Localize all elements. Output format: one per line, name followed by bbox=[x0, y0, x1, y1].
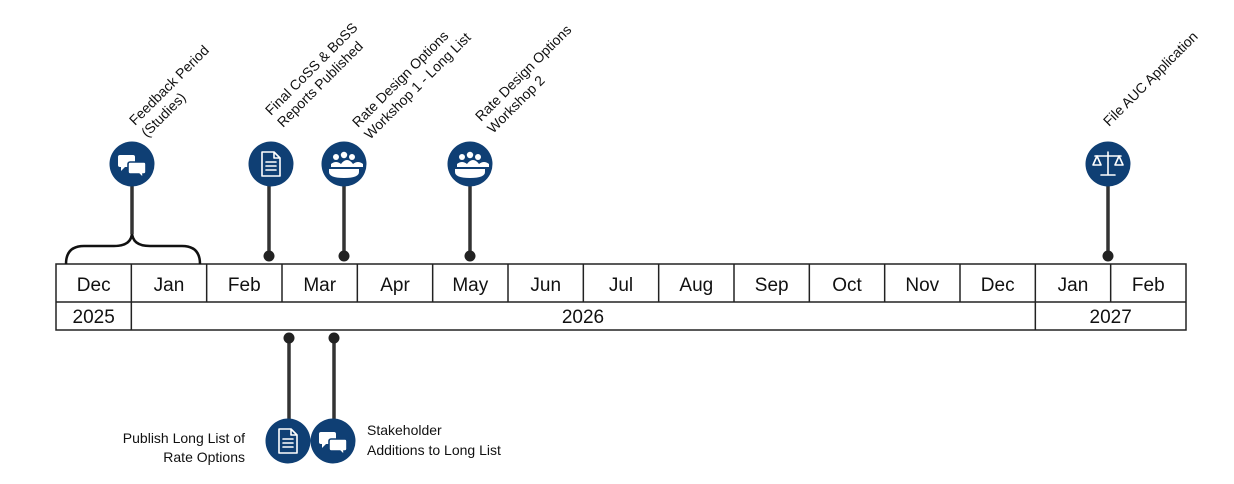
event-marker-publish-long-list bbox=[283, 332, 295, 344]
chat-bubbles-icon bbox=[310, 418, 356, 464]
group-meeting-icon bbox=[447, 141, 493, 187]
document-icon bbox=[248, 141, 294, 187]
label-stakeholder-line-2: Additions to Long List bbox=[367, 442, 501, 458]
year-label-2026: 2026 bbox=[562, 307, 604, 328]
year-label-2027: 2027 bbox=[1090, 307, 1132, 328]
label-stakeholder-additions: Stakeholder Additions to Long List bbox=[367, 422, 501, 458]
group-meeting-icon bbox=[321, 141, 367, 187]
month-label-sep-2026: Sep bbox=[755, 275, 789, 296]
month-label-jan-2026: Jan bbox=[154, 275, 185, 296]
month-label-nov-2026: Nov bbox=[905, 275, 939, 296]
event-dots-above bbox=[263, 250, 1114, 262]
label-publish-line-2: Rate Options bbox=[163, 449, 245, 465]
event-marker-file-auc bbox=[1102, 250, 1114, 262]
month-label-jan-2027: Jan bbox=[1058, 275, 1089, 296]
month-label-aug-2026: Aug bbox=[679, 275, 713, 296]
grid-frame bbox=[55, 263, 1187, 331]
feedback-period-brace bbox=[64, 231, 202, 265]
label-workshop-2: Rate Design Options Workshop 2 bbox=[472, 21, 575, 136]
scales-of-justice-icon bbox=[1085, 141, 1131, 187]
year-labels: 2025 2026 2027 bbox=[73, 307, 1132, 328]
month-label-jun-2026: Jun bbox=[530, 275, 561, 296]
label-feedback-period: Feedback Period (Studies) bbox=[126, 42, 212, 140]
month-label-mar-2026: Mar bbox=[303, 275, 336, 296]
event-dots-below bbox=[283, 332, 340, 344]
event-stems-above bbox=[130, 186, 1110, 254]
month-label-dec-2025: Dec bbox=[77, 275, 111, 296]
month-label-feb-2027: Feb bbox=[1132, 275, 1165, 296]
timeline-grid bbox=[55, 263, 1187, 331]
label-publish-long-list: Publish Long List of Rate Options bbox=[123, 430, 245, 465]
event-marker-final-coss bbox=[263, 250, 275, 262]
label-workshop-2-line-1: Rate Design Options bbox=[472, 21, 575, 124]
month-labels: Dec Jan Feb Mar Apr May Jun Jul Aug Sep … bbox=[77, 275, 1165, 296]
month-label-oct-2026: Oct bbox=[832, 275, 862, 296]
year-label-2025: 2025 bbox=[73, 307, 115, 328]
month-label-jul-2026: Jul bbox=[609, 275, 633, 296]
label-publish-line-1: Publish Long List of bbox=[123, 430, 245, 446]
month-label-may-2026: May bbox=[452, 275, 488, 296]
label-file-auc: File AUC Application bbox=[1100, 28, 1201, 129]
event-stems-below bbox=[287, 339, 336, 420]
document-icon bbox=[265, 418, 311, 464]
month-label-dec-2026: Dec bbox=[981, 275, 1015, 296]
label-workshop-1-line-1: Rate Design Options bbox=[349, 27, 452, 130]
event-marker-workshop-2 bbox=[464, 250, 476, 262]
month-label-feb-2026: Feb bbox=[228, 275, 261, 296]
chat-bubbles-icon bbox=[109, 141, 155, 187]
month-label-apr-2026: Apr bbox=[380, 275, 410, 296]
year-dividers bbox=[130, 302, 1037, 330]
event-marker-workshop-1 bbox=[338, 250, 350, 262]
month-dividers bbox=[130, 264, 1112, 302]
label-stakeholder-line-1: Stakeholder bbox=[367, 422, 442, 438]
event-marker-stakeholder-additions bbox=[328, 332, 340, 344]
label-workshop-1-line-2: Workshop 1 - Long List bbox=[361, 29, 474, 142]
label-workshop-1: Rate Design Options Workshop 1 - Long Li… bbox=[349, 27, 474, 142]
label-file-auc-line-1: File AUC Application bbox=[1100, 28, 1201, 129]
